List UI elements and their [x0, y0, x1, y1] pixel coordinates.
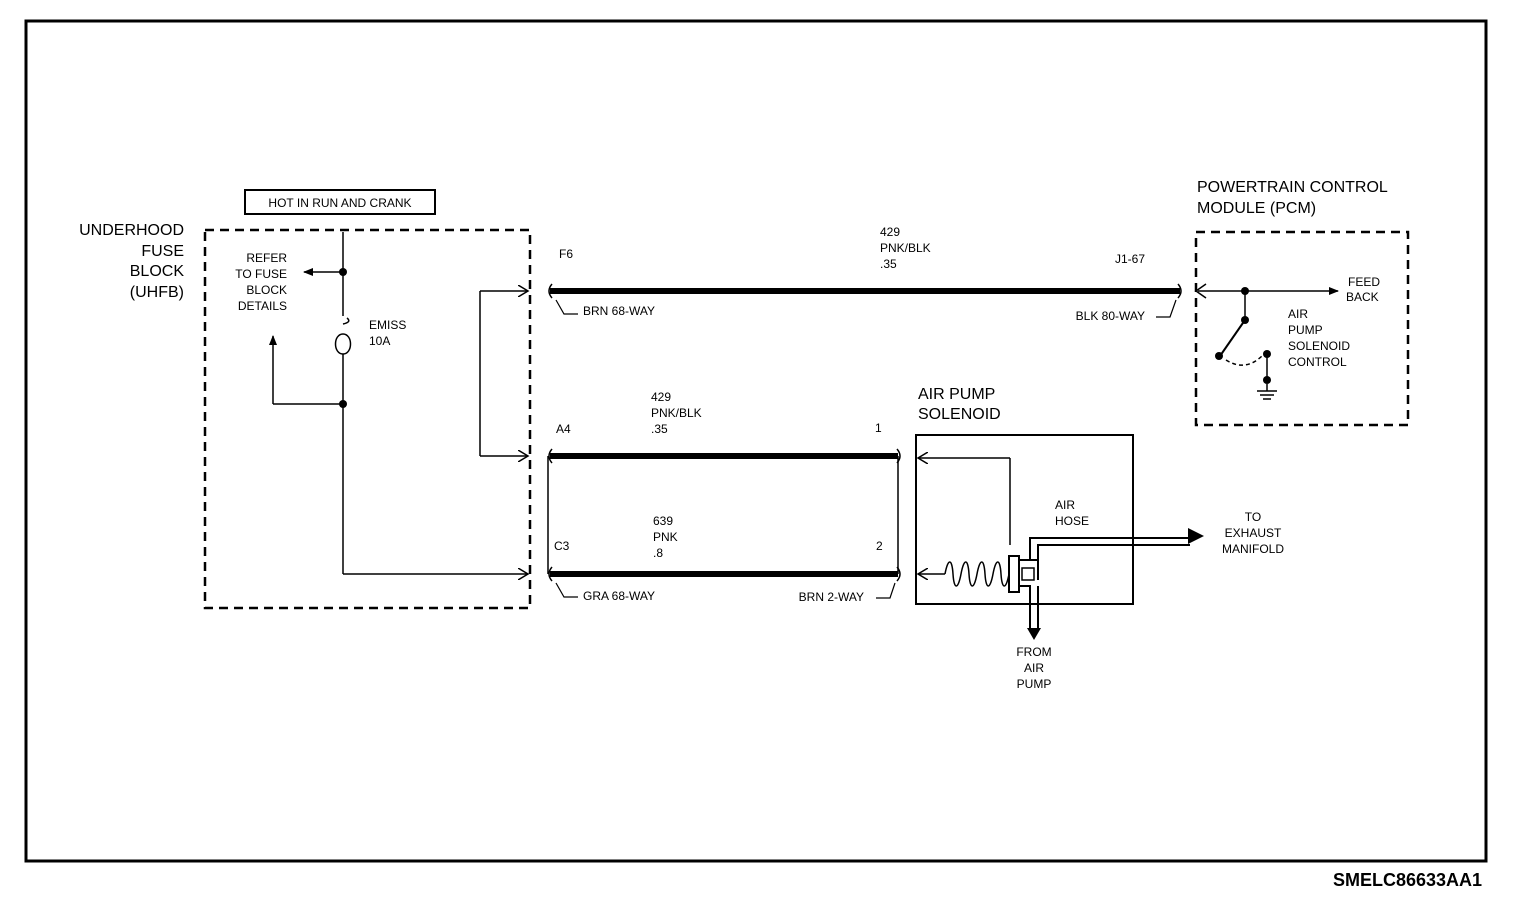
pcm-feedback-2: BACK	[1346, 290, 1379, 304]
switch-blade	[1219, 319, 1246, 357]
w1-pin-left: F6	[559, 247, 573, 261]
solenoid-title-1: AIR PUMP	[918, 386, 995, 403]
w2-gauge: .35	[651, 422, 668, 436]
pcm-feedback-1: FEED	[1348, 275, 1380, 289]
w3-conn-right: BRN 2-WAY	[799, 590, 864, 604]
splice-dot-top	[339, 268, 347, 276]
wire-639-solenoid: C3 2 639 PNK .8 GRA 68-WAY BRN 2-WAY	[547, 456, 901, 604]
from-air-pump-2: AIR	[1024, 661, 1044, 675]
outer-frame	[24, 19, 1488, 863]
wire-429-solenoid: A4 1 429 PNK/BLK .35	[548, 390, 901, 464]
air-hose-2: HOSE	[1055, 514, 1089, 528]
pcm-title-1: POWERTRAIN CONTROL	[1197, 179, 1388, 196]
from-air-pump-3: PUMP	[1017, 677, 1052, 691]
exhaust-label-2: EXHAUST	[1225, 526, 1282, 540]
w3-conn-left: GRA 68-WAY	[583, 589, 655, 603]
uhfb-title-3: BLOCK	[130, 263, 185, 280]
pcm-module: POWERTRAIN CONTROL MODULE (PCM) FEED BAC…	[1194, 179, 1410, 427]
fuse-rating: 10A	[369, 334, 390, 348]
air-hose-1: AIR	[1055, 498, 1075, 512]
w3-circuit: 639	[653, 514, 673, 528]
pcm-control-1: AIR	[1288, 307, 1308, 321]
uhfb-block: UNDERHOOD FUSE BLOCK (UHFB) REFER TO FUS…	[79, 222, 532, 610]
exhaust-arrow	[1188, 528, 1204, 544]
hot-in-run-label: HOT IN RUN AND CRANK	[244, 189, 436, 215]
wire-429-pcm: F6 J1-67 429 PNK/BLK .35 BRN 68-WAY BLK …	[548, 225, 1182, 323]
hot-label-text: HOT IN RUN AND CRANK	[268, 196, 411, 210]
pcm-control-2: PUMP	[1288, 323, 1323, 337]
refer-text-1: REFER	[246, 251, 287, 265]
uhfb-dashed-box	[203, 228, 532, 610]
pcm-control-4: CONTROL	[1288, 355, 1347, 369]
fuse-name: EMISS	[369, 318, 406, 332]
solenoid-coil	[944, 561, 1010, 587]
w3-color: PNK	[653, 530, 678, 544]
w1-conn-left: BRN 68-WAY	[583, 304, 655, 318]
diagram-id: SMELC86633AA1	[1333, 870, 1482, 890]
w3-pin-right: 2	[876, 539, 883, 553]
fuse-symbol	[334, 317, 350, 355]
w3-gauge: .8	[653, 546, 663, 560]
solenoid-plunger	[1008, 555, 1020, 593]
solenoid-box	[915, 434, 1134, 605]
uhfb-title-4: (UHFB)	[130, 284, 184, 301]
from-air-pump-1: FROM	[1016, 645, 1051, 659]
refer-text-3: BLOCK	[246, 283, 287, 297]
w2-pin-left: A4	[556, 422, 571, 436]
uhfb-title-1: UNDERHOOD	[79, 222, 184, 239]
w1-pin-right: J1-67	[1115, 252, 1145, 266]
w1-color: PNK/BLK	[880, 241, 931, 255]
w1-circuit: 429	[880, 225, 900, 239]
air-pump-solenoid: AIR PUMP SOLENOID AIR HOSE TO EXHAUST MA…	[915, 386, 1284, 691]
pcm-dashed-box	[1194, 230, 1410, 427]
w3-pin-left: C3	[554, 539, 570, 553]
exhaust-label-3: MANIFOLD	[1222, 542, 1284, 556]
w2-color: PNK/BLK	[651, 406, 702, 420]
solenoid-title-2: SOLENOID	[918, 406, 1001, 423]
refer-text-4: DETAILS	[238, 299, 287, 313]
w2-circuit: 429	[651, 390, 671, 404]
w1-gauge: .35	[880, 257, 897, 271]
w2-pin-right: 1	[875, 421, 882, 435]
uhfb-title-2: FUSE	[141, 243, 184, 260]
refer-text-2: TO FUSE	[235, 267, 287, 281]
w1-conn-right: BLK 80-WAY	[1076, 309, 1145, 323]
pcm-control-3: SOLENOID	[1288, 339, 1350, 353]
exhaust-label-1: TO	[1245, 510, 1261, 524]
pcm-title-2: MODULE (PCM)	[1197, 200, 1316, 217]
from-air-pump-arrow	[1027, 628, 1041, 640]
ground-symbol	[1257, 384, 1277, 400]
